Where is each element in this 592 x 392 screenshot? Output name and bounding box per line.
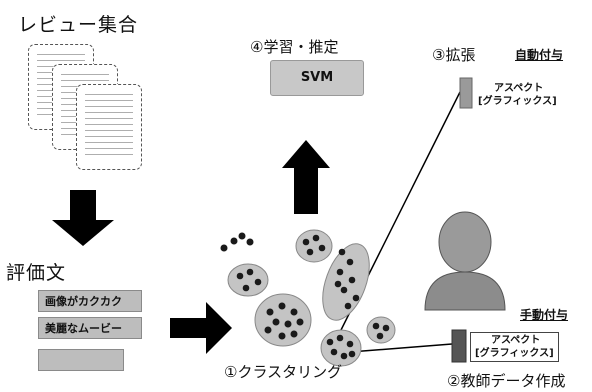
svm-box: SVM xyxy=(270,60,364,96)
up-arrow-icon xyxy=(282,140,330,214)
aspect-swatch-top xyxy=(459,77,473,109)
sentence-chip: 美麗なムービー xyxy=(38,317,142,339)
evaluation-sentences-title: 評価文 xyxy=(6,262,67,284)
person-icon xyxy=(424,211,506,311)
right-arrow-icon xyxy=(170,302,232,354)
sentence-chip xyxy=(38,349,124,371)
aspect-swatch-bottom xyxy=(451,329,467,363)
auto-label: 自動付与 xyxy=(515,48,564,62)
step2-label: ②教師データ作成 xyxy=(447,372,566,390)
sentence-chip: 画像がカクカク xyxy=(38,290,142,312)
cluster-icon xyxy=(220,229,396,367)
aspect-tag-line2: [グラフィックス] xyxy=(478,96,557,107)
manual-line xyxy=(349,343,453,353)
aspect-tag-top: アスペクト [グラフィックス] xyxy=(478,82,557,108)
review-set-title: レビュー集合 xyxy=(18,14,139,36)
step1-label: ①クラスタリング xyxy=(224,363,343,381)
manual-label: 手動付与 xyxy=(520,308,569,322)
aspect-tag-line2: [グラフィックス] xyxy=(475,348,554,359)
aspect-tag-line1: アスペクト xyxy=(491,335,541,346)
aspect-tag-line1: アスペクト xyxy=(494,83,544,94)
down-arrow-icon xyxy=(52,190,114,246)
step3-label: ③拡張 xyxy=(432,46,476,64)
aspect-tag-bottom: アスペクト [グラフィックス] xyxy=(470,332,559,362)
step4-label: ④学習・推定 xyxy=(250,38,339,56)
